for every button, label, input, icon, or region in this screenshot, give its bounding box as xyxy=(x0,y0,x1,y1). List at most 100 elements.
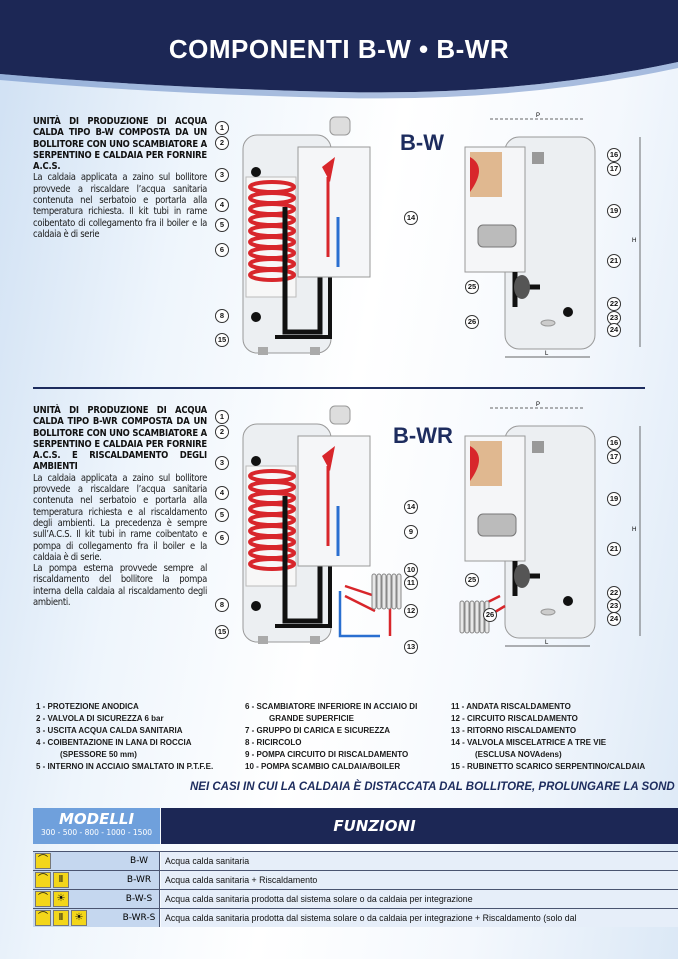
dim-height: H xyxy=(632,527,636,533)
callout-6: 6 xyxy=(215,243,229,257)
row-icons: ⌒Ⅱ xyxy=(33,871,105,889)
callout-2: 2 xyxy=(215,425,229,439)
legend-item: (SPESSORE 50 mm) xyxy=(60,750,137,759)
dim-width: L xyxy=(545,640,549,646)
bwr-heading: UNITÀ DI PRODUZIONE DI ACQUA CALDA TIPO … xyxy=(33,405,207,473)
legend-item: 5 - INTERNO IN ACCIAIO SMALTATO IN P.T.F… xyxy=(36,762,214,771)
callout-24: 24 xyxy=(607,323,621,337)
callout-5: 5 xyxy=(215,218,229,232)
sun-icon: ☀ xyxy=(71,910,87,926)
callout-5: 5 xyxy=(215,508,229,522)
bw-description: UNITÀ DI PRODUZIONE DI ACQUA CALDA TIPO … xyxy=(33,116,207,240)
models-header-label: MODELLI xyxy=(58,810,135,828)
bwr-body: La caldaia applicata a zaino sul bollito… xyxy=(33,472,207,563)
table-row: ⌒ B-W Acqua calda sanitaria xyxy=(33,851,678,870)
callout-8: 8 xyxy=(215,309,229,323)
row-function: Acqua calda sanitaria + Riscaldamento xyxy=(165,875,318,885)
callout-14: 14 xyxy=(404,500,418,514)
callout-4: 4 xyxy=(215,198,229,212)
header-band xyxy=(0,0,678,99)
row-icons: ⌒ xyxy=(33,852,105,870)
callout-22: 22 xyxy=(607,586,621,600)
row-icons: ⌒☀ xyxy=(33,890,105,908)
bw-body: La caldaia applicata a zaino sul bollito… xyxy=(33,172,207,240)
row-function: Acqua calda sanitaria xyxy=(165,856,250,866)
models-table: MODELLI 300 - 500 - 800 - 1000 - 1500 FU… xyxy=(33,808,678,928)
row-bg xyxy=(161,871,678,889)
callout-17: 17 xyxy=(607,162,621,176)
row-function: Acqua calda sanitaria prodotta dal siste… xyxy=(165,894,473,904)
shower-icon: ⌒ xyxy=(35,910,51,926)
callout-8: 8 xyxy=(215,598,229,612)
shower-icon: ⌒ xyxy=(35,891,51,907)
callout-3: 3 xyxy=(215,168,229,182)
bwr-body-2: La pompa esterna provvede sempre al risc… xyxy=(33,563,207,609)
legend-item: 11 - ANDATA RISCALDAMENTO xyxy=(451,702,571,711)
legend-item: (ESCLUSA NOVAdens) xyxy=(475,750,562,759)
legend-item: 6 - SCAMBIATORE INFERIORE IN ACCIAIO DI xyxy=(245,702,418,711)
callout-1: 1 xyxy=(215,121,229,135)
legend-item: 4 - COIBENTAZIONE IN LANA DI ROCCIA xyxy=(36,738,192,747)
legend-item: 2 - VALVOLA DI SICUREZZA 6 bar xyxy=(36,714,164,723)
dim-width: L xyxy=(545,351,549,357)
callout-26: 26 xyxy=(465,315,479,329)
row-model: B-W-S xyxy=(105,890,160,908)
legend-col-3: 11 - ANDATA RISCALDAMENTO 12 - CIRCUITO … xyxy=(451,701,645,773)
callout-21: 21 xyxy=(607,542,621,556)
table-row: ⌒Ⅱ☀ B-WR-S Acqua calda sanitaria prodott… xyxy=(33,908,678,927)
bw-model-label: B-W xyxy=(400,130,444,155)
dim-depth: P xyxy=(536,402,540,408)
bwr-description: UNITÀ DI PRODUZIONE DI ACQUA CALDA TIPO … xyxy=(33,405,207,608)
callout-26: 26 xyxy=(483,608,497,622)
radiator-icon: Ⅱ xyxy=(53,872,69,888)
callout-21: 21 xyxy=(607,254,621,268)
legend-item: 10 - POMPA SCAMBIO CALDAIA/BOILER xyxy=(245,762,401,771)
callout-9: 9 xyxy=(404,525,418,539)
legend-item: 1 - PROTEZIONE ANODICA xyxy=(36,702,139,711)
callout-6: 6 xyxy=(215,531,229,545)
callout-17: 17 xyxy=(607,450,621,464)
legend-item: 3 - USCITA ACQUA CALDA SANITARIA xyxy=(36,726,183,735)
boiler-cutaway xyxy=(242,405,371,644)
callout-19: 19 xyxy=(607,204,621,218)
callout-14: 14 xyxy=(404,211,418,225)
callout-16: 16 xyxy=(607,436,621,450)
dim-height: H xyxy=(632,238,636,244)
radiator-icon: Ⅱ xyxy=(53,910,69,926)
note-text: NEI CASI IN CUI LA CALDAIA È DISTACCATA … xyxy=(190,781,675,793)
legend-item: GRANDE SUPERFICIE xyxy=(269,714,354,723)
row-model: B-WR xyxy=(105,871,160,889)
shower-icon: ⌒ xyxy=(35,872,51,888)
callout-24: 24 xyxy=(607,612,621,626)
dim-depth: P xyxy=(536,113,540,119)
callout-25: 25 xyxy=(465,280,479,294)
table-row: ⌒☀ B-W-S Acqua calda sanitaria prodotta … xyxy=(33,889,678,908)
legend-col-1: 1 - PROTEZIONE ANODICA 2 - VALVOLA DI SI… xyxy=(36,701,213,773)
callout-23: 23 xyxy=(607,599,621,613)
row-bg xyxy=(161,852,678,870)
callout-13: 13 xyxy=(404,640,418,654)
legend-item: 9 - POMPA CIRCUITO DI RISCALDAMENTO xyxy=(245,750,409,759)
legend-item: 12 - CIRCUITO RISCALDAMENTO xyxy=(451,714,578,723)
bwr-model-label: B-WR xyxy=(393,423,453,448)
callout-22: 22 xyxy=(607,297,621,311)
callout-1: 1 xyxy=(215,410,229,424)
legend-item: 8 - RICIRCOLO xyxy=(245,738,302,747)
callout-3: 3 xyxy=(215,456,229,470)
callout-19: 19 xyxy=(607,492,621,506)
callout-12: 12 xyxy=(404,604,418,618)
page-title: COMPONENTI B-W • B-WR xyxy=(168,34,510,64)
row-bg xyxy=(161,909,678,927)
boiler-cutaway xyxy=(242,116,371,355)
legend-col-2: 6 - SCAMBIATORE INFERIORE IN ACCIAIO DI … xyxy=(245,701,417,773)
callout-15: 15 xyxy=(215,625,229,639)
models-header: MODELLI 300 - 500 - 800 - 1000 - 1500 xyxy=(33,808,160,844)
row-icons: ⌒Ⅱ☀ xyxy=(33,909,105,927)
section-divider xyxy=(33,387,645,389)
row-model: B-WR-S xyxy=(105,909,160,927)
models-sizes: 300 - 500 - 800 - 1000 - 1500 xyxy=(40,828,153,837)
legend-item: 7 - GRUPPO DI CARICA E SICUREZZA xyxy=(245,726,391,735)
boiler-side-view: P H L xyxy=(338,402,641,647)
